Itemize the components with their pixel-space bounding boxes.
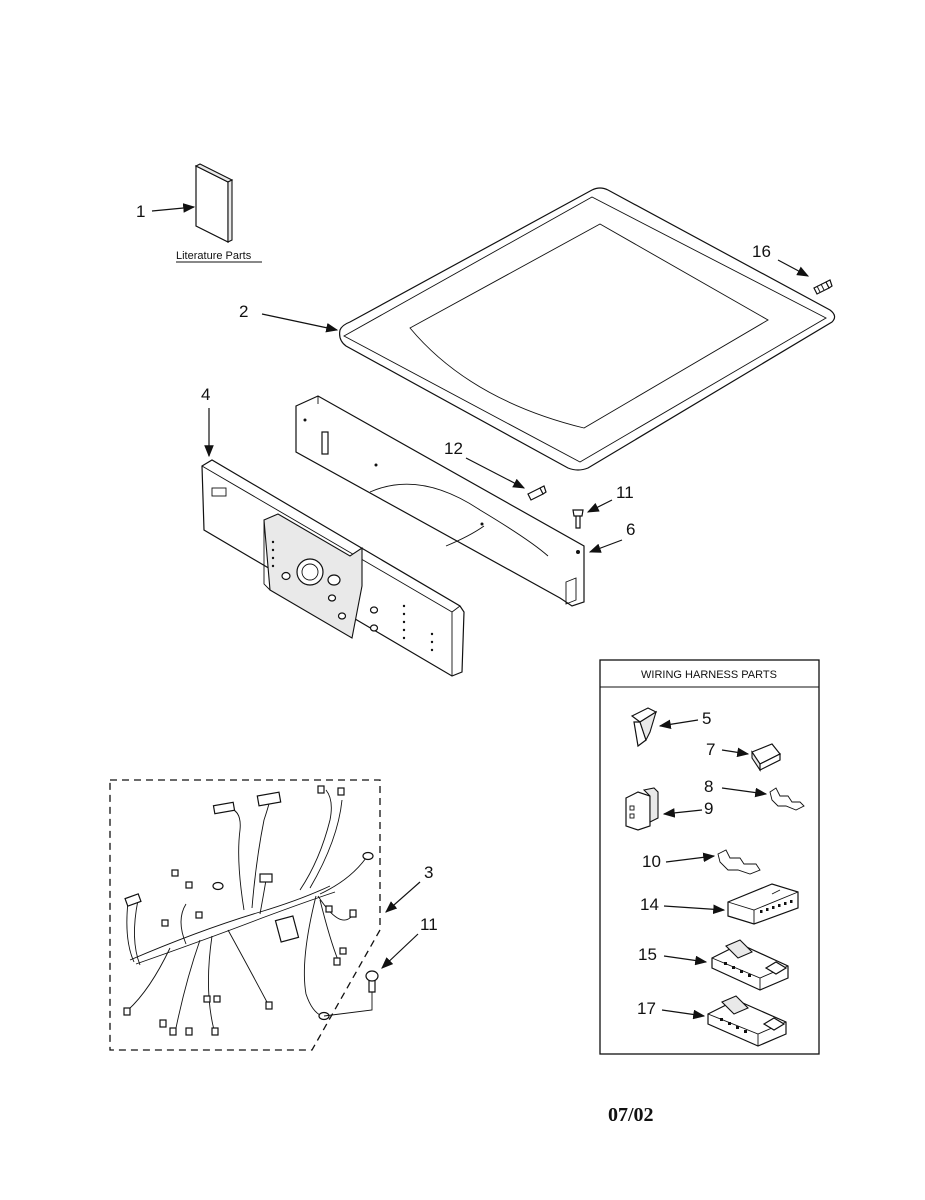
callout-14: 14 — [640, 895, 659, 914]
literature-booklet — [194, 163, 234, 243]
callout-6: 6 — [626, 520, 635, 539]
callout-7: 7 — [706, 740, 715, 759]
leader-15 — [663, 955, 708, 966]
callout-10: 10 — [642, 852, 661, 871]
leader-7 — [721, 747, 750, 758]
revision-date: 07/02 — [608, 1104, 654, 1126]
part-15-connector — [711, 939, 789, 991]
harness-boundary — [109, 779, 381, 1051]
part-17-connector — [707, 995, 787, 1047]
callout-11-lower: 11 — [420, 915, 438, 934]
callout-17: 17 — [637, 999, 656, 1018]
leader-16 — [777, 259, 810, 277]
console-panel — [201, 459, 465, 677]
screw-11-upper — [572, 509, 584, 529]
screw-11-lower — [365, 970, 379, 993]
callout-15: 15 — [638, 945, 657, 964]
leader-2 — [261, 313, 339, 333]
wiring-parts-title: WIRING HARNESS PARTS — [641, 669, 777, 681]
screw-12 — [527, 485, 547, 501]
part-7-connector — [751, 743, 781, 772]
callout-5: 5 — [702, 709, 711, 728]
part-9-plug — [625, 787, 659, 831]
callout-9: 9 — [704, 799, 713, 818]
callout-16: 16 — [752, 242, 771, 261]
callout-8: 8 — [704, 777, 713, 796]
leader-1 — [151, 203, 196, 213]
leader-12 — [465, 457, 526, 489]
callout-1: 1 — [136, 202, 145, 221]
leader-11-lower — [381, 933, 419, 969]
leader-8 — [721, 787, 768, 798]
callout-12: 12 — [444, 439, 463, 458]
literature-caption: Literature Parts — [176, 250, 252, 262]
leader-17 — [661, 1009, 706, 1020]
part-5-clip — [630, 707, 658, 748]
callout-11-upper: 11 — [616, 483, 634, 502]
callout-2: 2 — [239, 302, 248, 321]
leader-6 — [588, 539, 623, 553]
part-14-block — [727, 883, 799, 925]
leader-3 — [385, 881, 421, 913]
screw-16 — [813, 279, 833, 295]
part-10-terminal — [717, 849, 761, 875]
leader-9 — [662, 808, 703, 818]
wiring-harness — [123, 785, 374, 1036]
callout-4: 4 — [201, 385, 210, 404]
leader-11-upper — [586, 499, 613, 513]
bracket-slot — [321, 431, 329, 455]
part-8-terminal — [769, 787, 805, 811]
leader-5 — [658, 719, 699, 730]
leader-14 — [663, 904, 726, 915]
leader-10 — [665, 852, 716, 863]
console-bracket — [295, 395, 585, 607]
callout-3: 3 — [424, 863, 433, 882]
top-panel — [339, 187, 836, 471]
